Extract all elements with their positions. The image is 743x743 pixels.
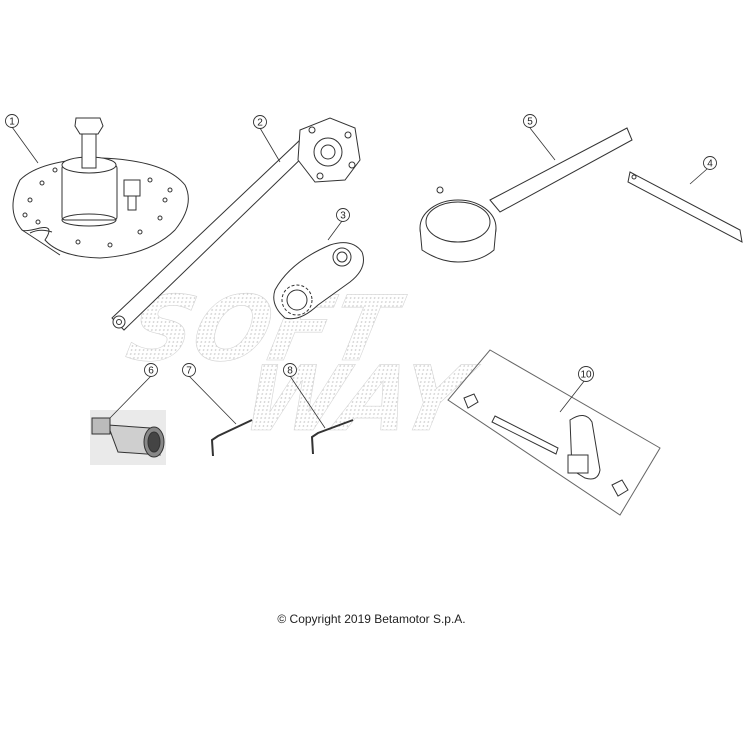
copyright-notice: © Copyright 2019 Betamotor S.p.A. — [277, 612, 466, 626]
part-4-bar — [627, 171, 743, 243]
callout-4: 4 — [703, 156, 717, 170]
callout-label: 1 — [9, 117, 15, 128]
callout-label: 3 — [340, 211, 346, 222]
callout-label: 8 — [287, 366, 293, 377]
callout-1: 1 — [5, 114, 19, 128]
callout-label: 10 — [580, 370, 592, 381]
callout-2: 2 — [253, 115, 267, 129]
part-6-socket — [90, 410, 166, 465]
part-10-kit — [447, 349, 661, 516]
callouts: 1 2 3 4 5 6 7 8 — [5, 114, 717, 382]
callout-7: 7 — [182, 363, 196, 377]
callout-label: 6 — [148, 366, 154, 377]
watermark: SOFT WAY — [119, 278, 485, 452]
callout-8: 8 — [283, 363, 297, 377]
part-3-clutch-holder — [273, 242, 364, 320]
watermark-line-1: SOFT — [119, 278, 412, 382]
callout-3: 3 — [336, 208, 350, 222]
callout-label: 5 — [527, 117, 533, 128]
part-7-hex-key — [210, 419, 253, 457]
callout-label: 4 — [707, 159, 713, 170]
callout-6: 6 — [144, 363, 158, 377]
leader-lines — [11, 126, 708, 429]
part-2-pin-wrench — [111, 117, 361, 331]
callout-label: 7 — [186, 366, 192, 377]
part-8-hex-key — [310, 419, 354, 455]
callout-label: 2 — [257, 118, 263, 129]
part-1-flywheel-puller — [12, 117, 189, 259]
callout-5: 5 — [523, 114, 537, 128]
callout-10: 10 — [578, 366, 594, 382]
watermark-line-2: WAY — [234, 348, 485, 452]
part-5-ring-wrench — [419, 127, 633, 263]
